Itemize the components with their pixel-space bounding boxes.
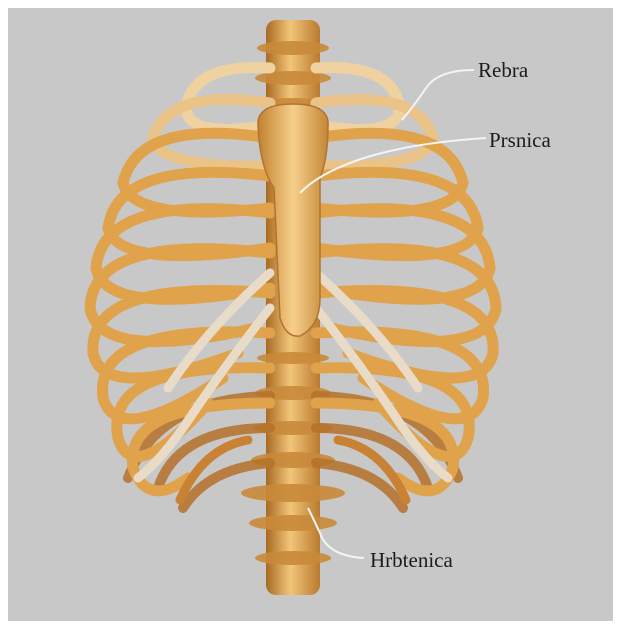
label-ribs: Rebra xyxy=(478,60,528,81)
diagram-frame: Rebra Prsnica Hrbtenica xyxy=(8,8,613,621)
label-spine: Hrbtenica xyxy=(370,550,453,571)
rib-cage-illustration xyxy=(8,8,613,621)
label-sternum: Prsnica xyxy=(489,130,551,151)
